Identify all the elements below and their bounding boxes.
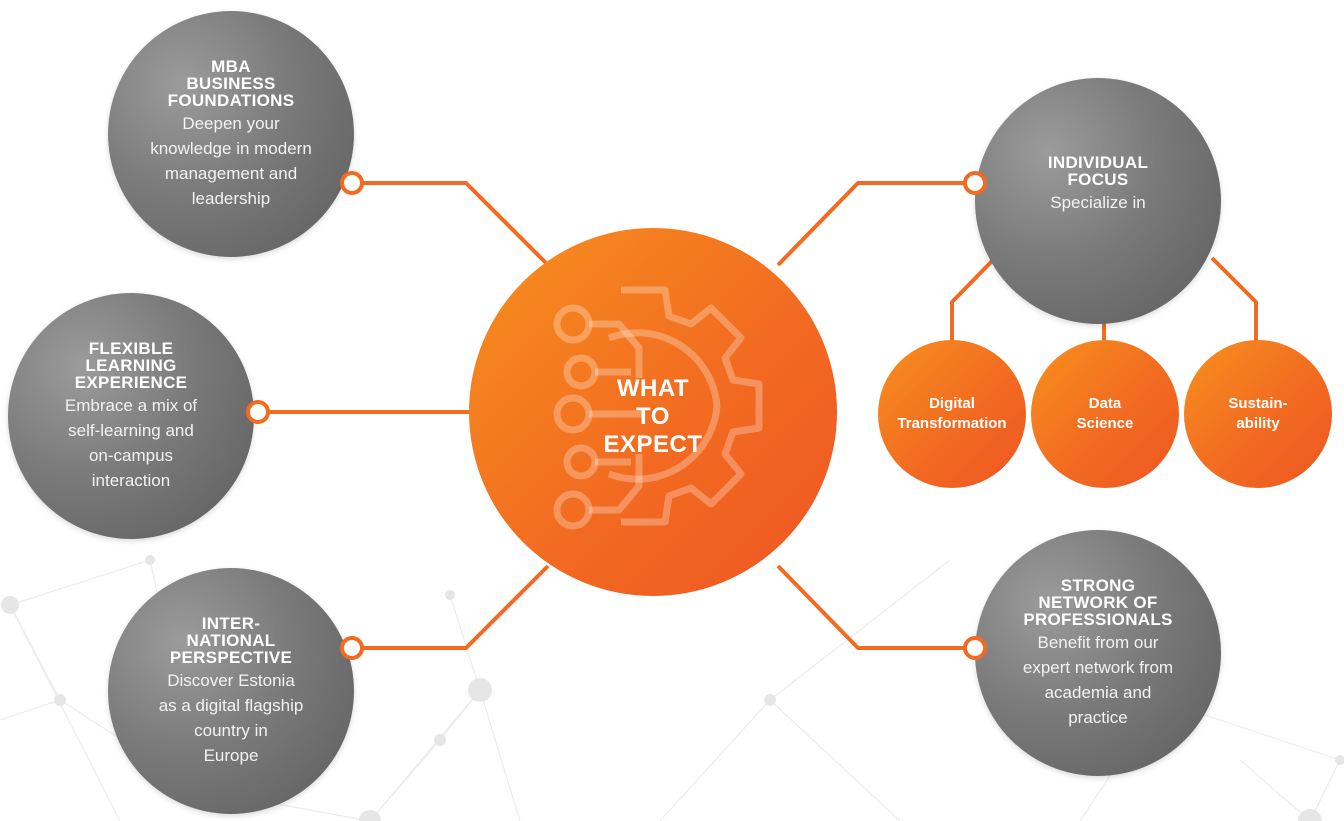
node-mba-business-foundations: MBA BUSINESS FOUNDATIONS Deepen your kno… xyxy=(108,11,354,257)
spec-sustainability: Sustain- ability xyxy=(1184,340,1332,488)
node-description: Specialize in xyxy=(1050,193,1146,212)
node-strong-network: STRONG NETWORK OF PROFESSIONALS Benefit … xyxy=(975,530,1221,776)
node-title: FLEXIBLE LEARNING EXPERIENCE xyxy=(74,338,188,392)
connector-dot-network xyxy=(963,636,987,660)
connector-dot-flexible xyxy=(246,400,270,424)
node-description: Benefit from our expert network from aca… xyxy=(1022,632,1174,727)
spec-label: Data Science xyxy=(1076,395,1134,432)
spec-label: Digital Transformation xyxy=(897,395,1007,432)
node-description: Deepen your knowledge in modern manageme… xyxy=(150,113,312,208)
gear-circuit-icon xyxy=(553,286,763,530)
link-international xyxy=(352,564,550,650)
spec-label: Sustain- ability xyxy=(1228,395,1288,432)
link-individual xyxy=(776,181,975,267)
link-mba xyxy=(352,181,550,267)
connector-dot-mba xyxy=(340,171,364,195)
connector-dot-individual xyxy=(963,171,987,195)
node-description: Embrace a mix of self-learning and on-ca… xyxy=(64,395,198,490)
node-title: INTER- NATIONAL PERSPECTIVE xyxy=(169,613,293,667)
spec-digital-transformation: Digital Transformation xyxy=(878,340,1026,488)
node-individual-focus: INDIVIDUAL FOCUS Specialize in xyxy=(975,78,1221,324)
node-description: Discover Estonia as a digital flagship c… xyxy=(158,670,304,765)
spec-data-science: Data Science xyxy=(1031,340,1179,488)
node-international-perspective: INTER- NATIONAL PERSPECTIVE Discover Est… xyxy=(108,568,354,814)
node-title: MBA BUSINESS FOUNDATIONS xyxy=(167,56,295,110)
link-network xyxy=(776,564,975,650)
node-title: INDIVIDUAL FOCUS xyxy=(1047,153,1149,189)
connector-dot-international xyxy=(340,636,364,660)
center-what-to-expect: WHAT TO EXPECT xyxy=(469,228,837,596)
node-title: STRONG NETWORK OF PROFESSIONALS xyxy=(1023,575,1173,629)
node-flexible-learning: FLEXIBLE LEARNING EXPERIENCE Embrace a m… xyxy=(8,293,254,539)
center-label: WHAT TO EXPECT xyxy=(603,375,703,458)
